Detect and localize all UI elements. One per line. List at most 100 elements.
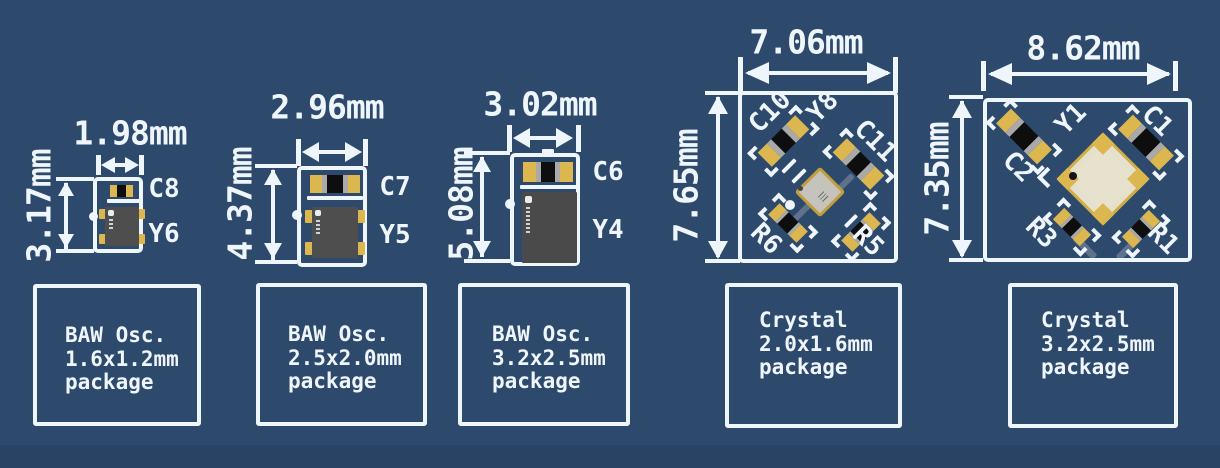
ti-logo-icon [525,196,532,203]
arrow-down-icon [952,240,972,258]
arrow-right-icon [556,128,573,148]
silkscreen-line [107,199,140,203]
arrow-down-icon [473,241,491,257]
dimension-arrow-shaft [516,136,570,140]
termination [555,162,560,182]
caption-line: package [492,369,581,393]
pin1-dot [292,210,302,220]
crystal-marking-text [817,191,830,204]
ti-logo-icon [108,210,114,216]
dimension-end-bar [296,139,301,166]
arrow-right-icon [1147,63,1171,85]
capacitor-ref-label: C8 [148,174,180,204]
dimension-arrow-shaft [305,150,359,154]
caption-box: BAW Osc. 1.6x1.2mm package [33,284,201,426]
capacitor-ref-label: C6 [592,157,624,187]
caption-line: package [1041,355,1130,379]
ti-logo-icon [315,210,321,216]
pad [110,185,117,197]
arrow-up-icon [264,169,282,185]
dimension-arrow-shaft [271,170,275,260]
oscillator-ref-label: Y4 [592,215,624,245]
dimension-end-bar [576,125,581,152]
height-dimension-label: 7.35mm [917,122,957,236]
dimension-end-bar [1173,61,1178,91]
dimension-arrow-shaft [64,183,68,249]
termination [343,175,348,193]
oscillator-ref-label: Y6 [148,219,180,249]
pad [348,175,360,193]
arrow-left-icon [988,63,1012,85]
pad [357,210,365,223]
dimension-arrow-shaft [960,101,964,256]
caption-line: package [288,369,377,393]
silkscreen-tick [540,261,554,266]
caption-box: Crystal 2.0x1.6mm package [725,283,902,428]
caption-line: BAW Osc. [288,322,390,346]
arrow-left-icon [302,142,319,162]
caption-box: Crystal 3.2x2.5mm package [1008,283,1178,428]
caption-line: package [65,370,154,394]
dimension-end-bar [893,57,898,93]
pin1-dot [89,212,98,221]
caption-line: BAW Osc. [65,323,167,347]
dimension-end-bar [705,91,740,95]
arrow-right-icon [125,157,139,173]
silkscreen-line [307,196,363,200]
dimension-end-bar [96,155,101,175]
arrow-left-icon [101,157,115,173]
arrow-right-icon [867,62,891,84]
dimension-end-bar [705,259,740,263]
pin1-dot [505,199,515,209]
caption-line: package [759,355,848,379]
pad [305,242,313,255]
dimension-end-bar [56,177,94,181]
caption-line: Crystal [1041,308,1130,332]
pad [310,175,322,193]
termination [536,162,541,182]
ic-marking-text [109,219,113,231]
height-dimension-label: 3.17mm [19,149,59,263]
caption-line: 1.6x1.2mm [65,346,179,371]
pad [99,234,106,244]
oscillator-ref-label: Y5 [379,220,411,250]
dimension-end-bar [507,125,512,152]
caption-line: Crystal [759,308,848,332]
arrow-up-icon [58,182,74,196]
caption-box: BAW Osc. 2.5x2.0mm package [256,283,427,426]
dimension-end-bar [464,151,510,155]
height-dimension-label: 4.37mm [220,147,260,261]
capacitor-body [327,175,343,193]
caption-line: BAW Osc. [492,322,594,346]
width-dimension-label: 7.06mm [749,22,863,62]
ic-marking-text [526,207,530,233]
crystal-pin1-dot [798,186,803,191]
dimension-end-bar [363,139,368,166]
dimension-arrow-shaft [748,71,888,75]
package-outline [983,98,1192,262]
arrow-left-icon [745,62,769,84]
pad [560,162,573,182]
dimension-end-bar [56,249,94,253]
height-dimension-label: 7.65mm [666,129,706,243]
ic-marking-text [316,220,320,236]
dimension-arrow-shaft [480,157,484,257]
pad [305,210,313,223]
width-dimension-label: 8.62mm [1026,28,1140,68]
capacitor-body [541,162,555,182]
silkscreen-tick [542,149,554,154]
arrow-up-icon [708,96,728,114]
dimension-arrow-shaft [106,163,134,167]
crystal-pin1-dot [1069,172,1077,180]
baw-oscillator-ic [522,192,577,263]
pad [523,162,536,182]
caption-line: 2.5x2.0mm [288,345,402,370]
pad [138,234,145,244]
caption-line: 3.2x2.5mm [492,345,606,370]
chip-capacitor [110,185,133,197]
arrow-left-icon [513,128,530,148]
pin1-dot [785,200,795,210]
arrow-up-icon [952,100,972,118]
dimension-end-bar [981,61,986,91]
